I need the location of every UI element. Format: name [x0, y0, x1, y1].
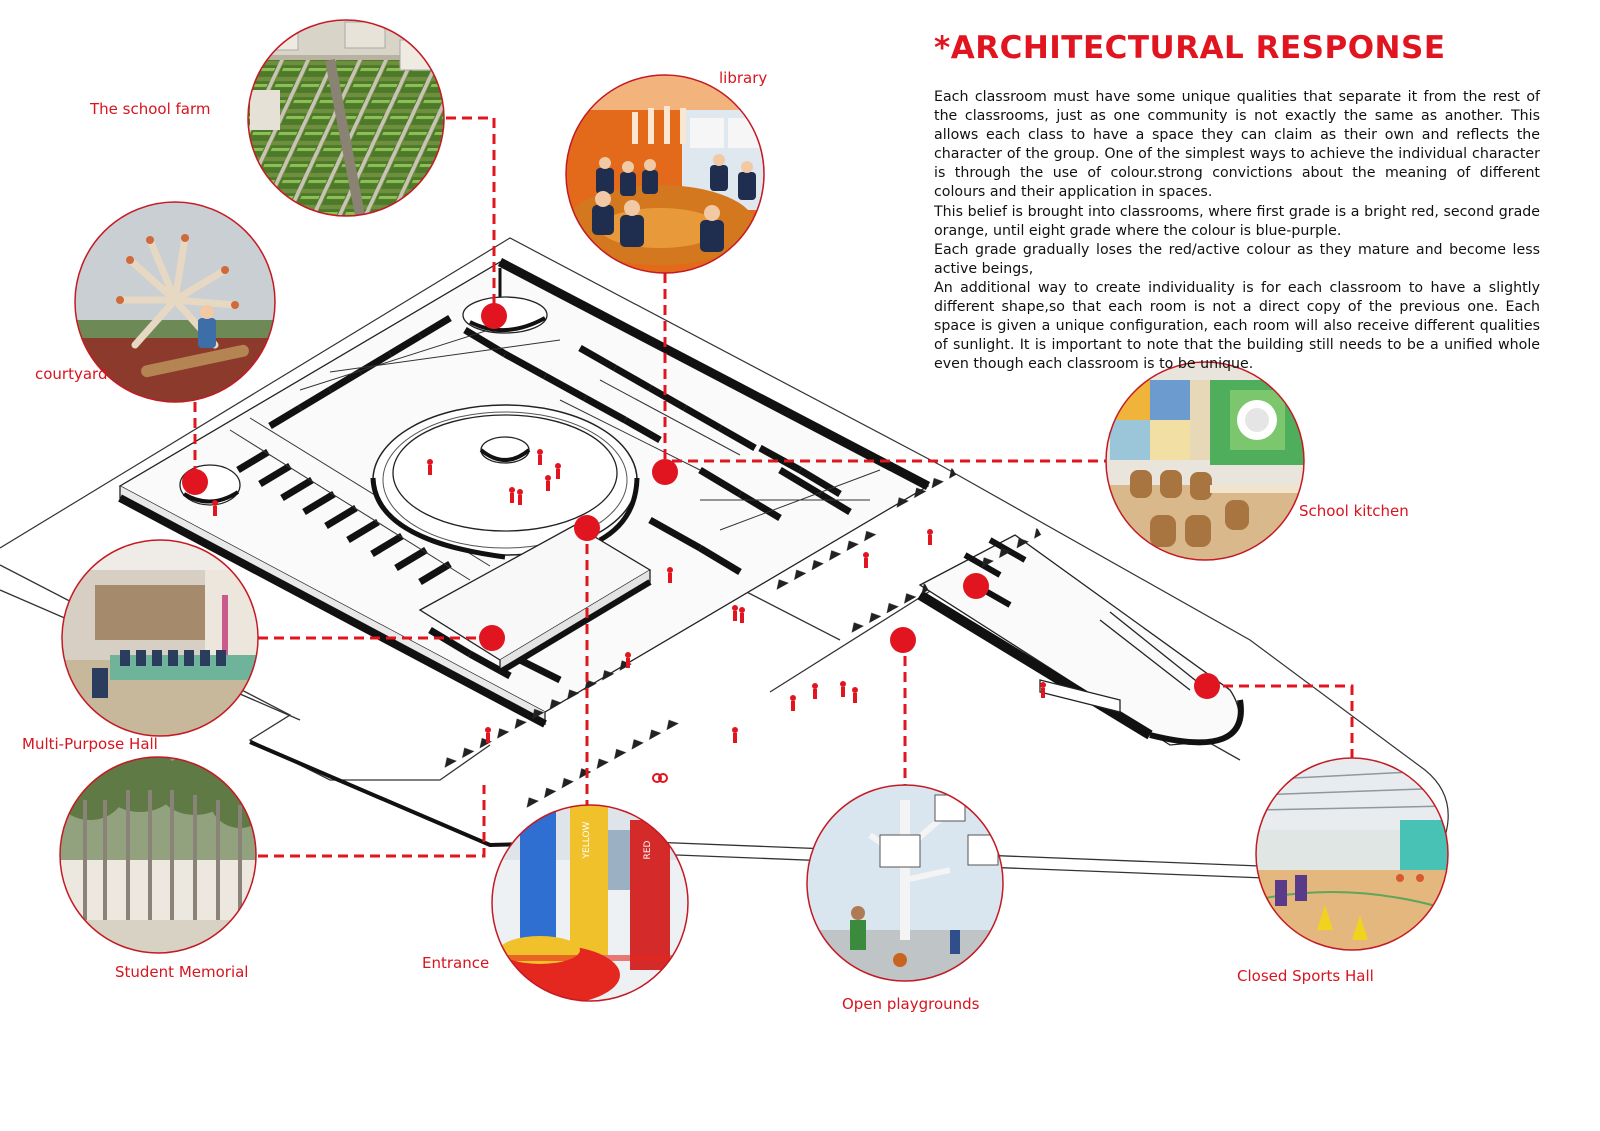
photo-school-kitchen [1105, 361, 1305, 561]
marker-sports-hall [1194, 673, 1220, 699]
label-entrance: Entrance [422, 954, 490, 972]
location-markers [182, 303, 1220, 699]
photo-school-farm [247, 19, 445, 217]
marker-kitchen [963, 573, 989, 599]
marker-entrance [574, 515, 600, 541]
photo-library [565, 74, 765, 274]
leader-memorial [258, 785, 486, 858]
people-figures [212, 449, 1046, 783]
entrance-column-text-red: RED [643, 840, 653, 859]
marker-library [652, 459, 678, 485]
marker-playgrounds [890, 627, 916, 653]
label-courtyard: courtyard [35, 365, 108, 383]
label-closed-sports-hall: Closed Sports Hall [1237, 967, 1374, 985]
description-text: Each classroom must have some unique qua… [934, 88, 1540, 374]
leader-sports-hall [1207, 684, 1354, 758]
marker-courtyard [182, 469, 208, 495]
site-building-axonometric [0, 237, 1449, 879]
marker-multi-purpose [479, 625, 505, 651]
label-multi-purpose-hall: Multi-Purpose Hall [22, 735, 158, 753]
page-title: *ARCHITECTURAL RESPONSE [934, 30, 1446, 66]
description-paragraph: Each classroom must have some unique qua… [934, 89, 1540, 201]
marker-school-farm [481, 303, 507, 329]
description-paragraph: This belief is brought into classrooms, … [934, 203, 1540, 239]
photo-entrance: YELLOW RED [491, 804, 689, 1002]
leader-school-farm [446, 116, 496, 312]
photo-closed-sports-hall [1255, 757, 1449, 951]
label-library: library [719, 69, 768, 87]
photo-open-playgrounds [806, 784, 1004, 982]
label-student-memorial: Student Memorial [115, 963, 249, 981]
photo-student-memorial [59, 756, 257, 954]
photo-multi-purpose-hall [61, 539, 259, 737]
photo-courtyard [74, 201, 276, 403]
entrance-column-text-yellow: YELLOW [582, 821, 592, 859]
label-school-farm: The school farm [90, 100, 211, 118]
description-paragraph: Each grade gradually loses the red/activ… [934, 241, 1540, 277]
label-open-playgrounds: Open playgrounds [842, 995, 980, 1013]
label-school-kitchen: School kitchen [1299, 502, 1409, 520]
description-paragraph: An additional way to create individualit… [934, 279, 1540, 373]
